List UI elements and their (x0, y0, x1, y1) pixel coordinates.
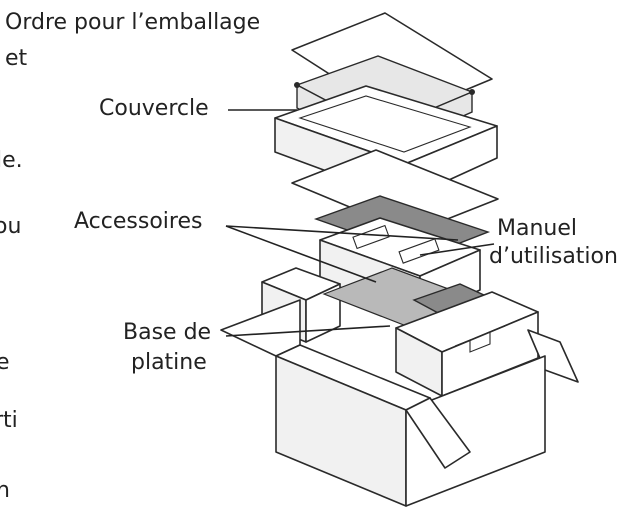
label-base-line-1: Base de (123, 320, 212, 345)
leader-base (225, 325, 391, 337)
title-line-2: et (5, 46, 28, 71)
label-accessoires: Accessoires (74, 209, 203, 234)
cut-text-fragment-3: e (0, 350, 10, 375)
label-manuel-line-1: Manuel (497, 216, 577, 241)
label-manuel-line-2: d’utilisation (489, 244, 618, 269)
cut-text-fragment-1: le. (0, 148, 23, 173)
shipping-carton (220, 299, 579, 507)
leader-manuel (419, 243, 495, 256)
title-line-1: Ordre pour l’emballage (5, 10, 261, 35)
cut-text-fragment-4: rti (0, 408, 18, 433)
cut-text-fragment-5: n (0, 478, 10, 503)
label-base-line-2: platine (131, 350, 207, 375)
leader-accessoires-2 (225, 225, 459, 241)
label-couvercle: Couvercle (99, 96, 209, 121)
leader-accessoires-1 (225, 225, 377, 283)
cut-text-fragment-2: ou (0, 214, 22, 239)
